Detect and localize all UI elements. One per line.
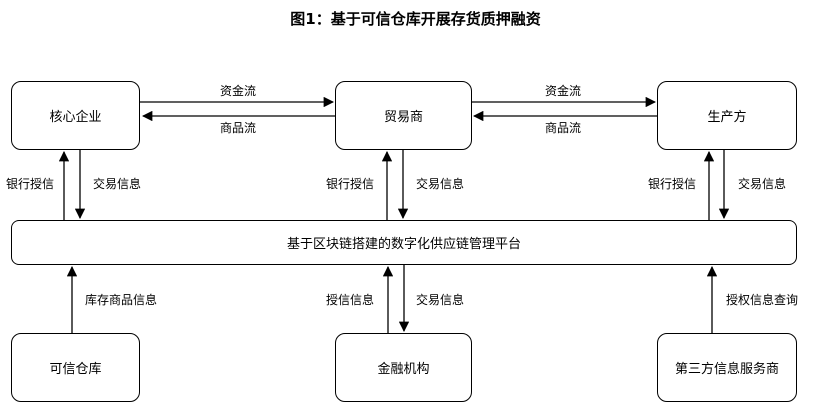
label-bank-credit-producer: 银行授信	[648, 177, 697, 191]
label-goods-flow-1: 商品流	[220, 121, 257, 135]
label-inventory-info: 库存商品信息	[85, 293, 158, 307]
node-producer: 生产方	[657, 81, 797, 150]
node-financial-institution: 金融机构	[335, 333, 472, 402]
label-bank-credit-core: 银行授信	[6, 177, 55, 191]
label-capital-flow-1: 资金流	[220, 84, 257, 98]
label-trade-info-producer: 交易信息	[738, 177, 787, 191]
node-platform: 基于区块链搭建的数字化供应链管理平台	[11, 220, 797, 265]
node-core-enterprise: 核心企业	[11, 81, 140, 150]
label-trade-info-core: 交易信息	[93, 177, 142, 191]
diagram-title: 图1：基于可信仓库开展存货质押融资	[290, 10, 541, 28]
label-trade-info-finance: 交易信息	[416, 293, 465, 307]
label-capital-flow-2: 资金流	[545, 84, 582, 98]
node-warehouse: 可信仓库	[11, 333, 140, 402]
node-trader: 贸易商	[335, 81, 472, 150]
label-credit-info: 授信信息	[326, 293, 375, 307]
label-credit-query: 授权信息查询	[726, 293, 799, 307]
label-trade-info-trader: 交易信息	[416, 177, 465, 191]
label-bank-credit-trader: 银行授信	[326, 177, 375, 191]
node-third-party: 第三方信息服务商	[657, 333, 797, 402]
label-goods-flow-2: 商品流	[545, 121, 582, 135]
